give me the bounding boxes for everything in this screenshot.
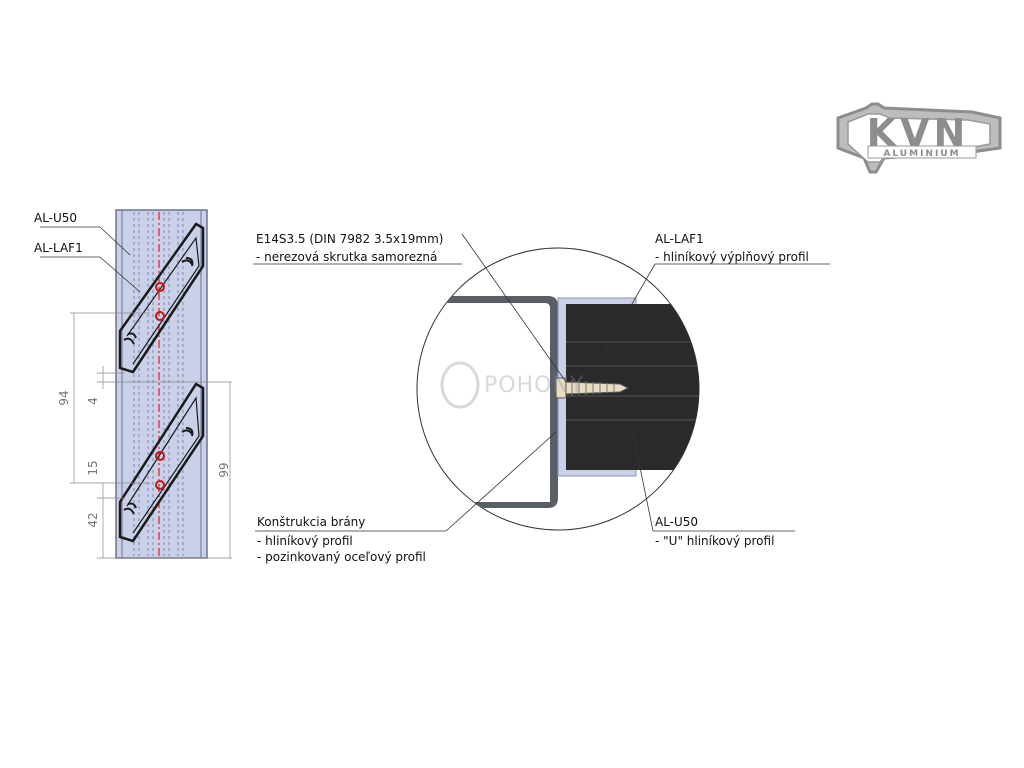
label-gate-title: Konštrukcia brány <box>257 515 365 529</box>
detail-view: POHONY E14S3.5 (DIN 7982 3.5x19mm) - ner… <box>253 232 830 564</box>
label-laf1-desc: - hliníkový výplňový profil <box>655 250 809 264</box>
laf1-slat <box>118 382 205 543</box>
screw <box>555 377 630 399</box>
label-u50-desc: - "U" hliníkový profil <box>655 534 774 548</box>
label-al-u50-left: AL-U50 <box>34 211 77 225</box>
label-gate-line2: - pozinkovaný oceľový profil <box>257 550 426 564</box>
dimension-15: 15 <box>86 460 100 475</box>
laf1-slat <box>118 222 205 374</box>
label-screw-desc: - nerezová skrutka samorezná <box>256 250 437 264</box>
dimension-94: 94 <box>57 390 71 405</box>
label-al-laf1-left: AL-LAF1 <box>34 241 83 255</box>
laf1-infill-detail <box>566 304 699 470</box>
label-laf1-code: AL-LAF1 <box>655 232 704 246</box>
pohony-watermark: POHONY <box>440 361 584 409</box>
label-gate-line1: - hliníkový profil <box>257 534 353 548</box>
dimension-99: 99 <box>217 462 231 477</box>
section-view: AL-U50 AL-LAF1 94 4 15 42 99 <box>34 209 232 559</box>
dimension-42: 42 <box>86 512 100 527</box>
dimension-lines <box>70 312 232 559</box>
dimension-4: 4 <box>86 397 100 405</box>
label-screw-code: E14S3.5 (DIN 7982 3.5x19mm) <box>256 232 444 246</box>
kvn-logo: KVN ALUMINIUM <box>836 102 1002 174</box>
watermark-text: POHONY <box>484 373 584 398</box>
label-u50-code: AL-U50 <box>655 515 698 529</box>
logo-subtext: ALUMINIUM <box>883 149 960 159</box>
